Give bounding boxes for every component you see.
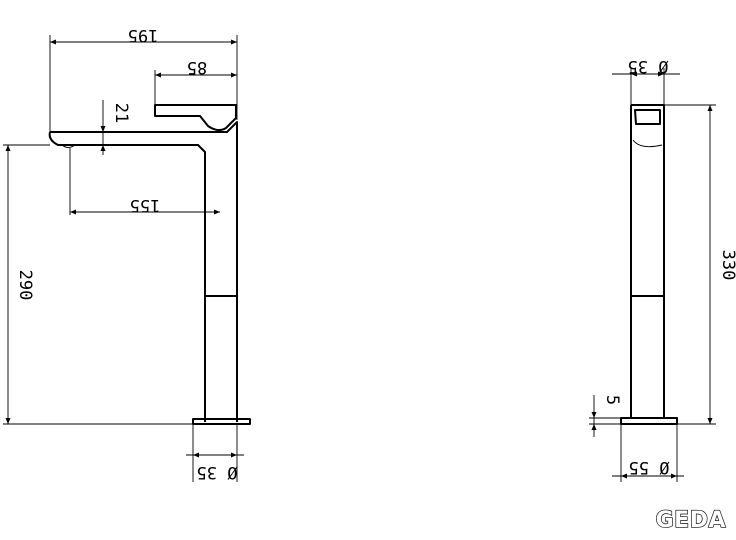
dim-label-195: 195 [128, 25, 159, 45]
dim-gap-21: 21 [98, 100, 155, 155]
dim-width-195: 195 [49, 25, 238, 132]
dim-label-330: 330 [718, 250, 736, 281]
dim-top-35: Ø 35 [612, 56, 680, 105]
dim-height-330: 330 [664, 104, 736, 425]
dim-lever-85: 85 [154, 57, 237, 105]
dim-base-5: 5 [589, 395, 622, 437]
dim-label-21: 21 [111, 103, 131, 123]
dim-base-35: Ø 35 [186, 424, 244, 482]
dim-label-5: 5 [602, 395, 622, 405]
dim-base-55: Ø 55 [612, 424, 684, 482]
brand-logo: GEDA [656, 508, 726, 533]
dim-label-290: 290 [15, 270, 35, 301]
dim-reach-155: 155 [69, 148, 220, 215]
dim-label-85: 85 [187, 57, 207, 77]
faucet-side-outline [620, 104, 678, 425]
side-view: Ø 35 330 5 Ø 55 [589, 56, 736, 482]
faucet-front-outline [48, 104, 251, 425]
dim-label-base-35: Ø 35 [197, 462, 238, 482]
dim-height-290: 290 [3, 144, 193, 425]
dim-label-top-35: Ø 35 [628, 56, 669, 76]
dim-label-base-55: Ø 55 [629, 457, 670, 477]
dim-label-155: 155 [130, 195, 161, 215]
front-view: 195 85 21 155 290 [3, 25, 251, 482]
